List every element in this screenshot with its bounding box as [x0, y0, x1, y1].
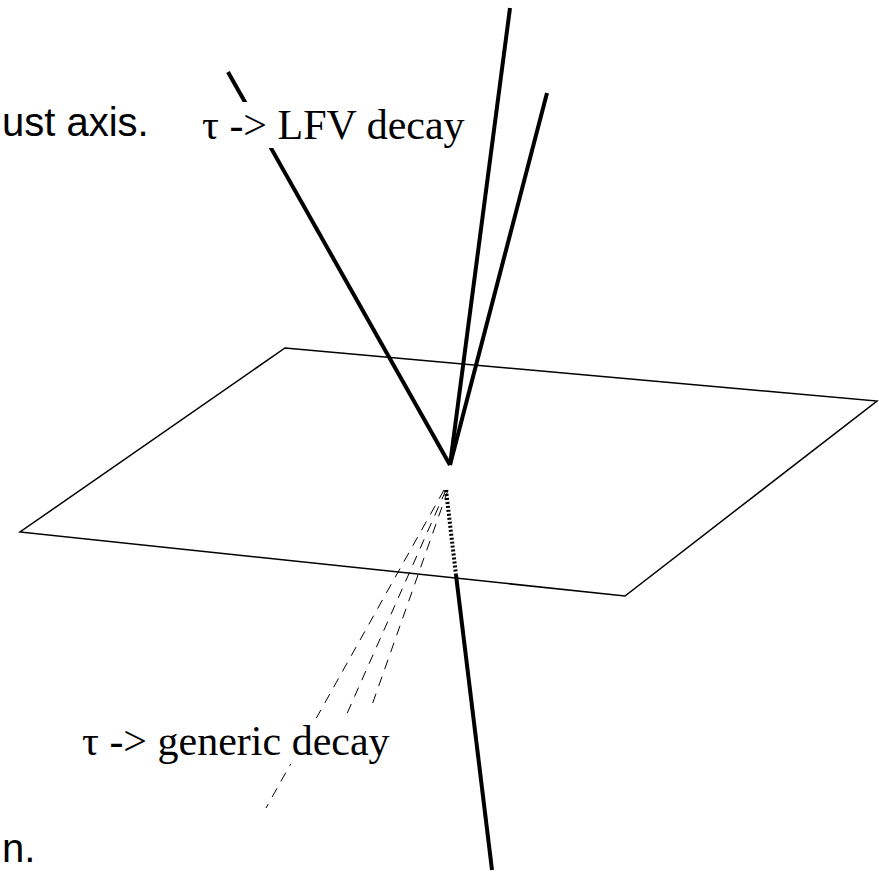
lfv-track — [450, 93, 547, 465]
generic-track — [456, 575, 492, 870]
neutrino-track — [372, 490, 448, 705]
hidden-track — [446, 490, 456, 575]
event-plane — [20, 348, 877, 596]
cut-note: n. — [0, 826, 37, 870]
decay-label: τ -> generic decay — [80, 718, 392, 764]
axis-note: ust axis. — [0, 100, 151, 144]
decay-label: τ -> LFV decay — [200, 102, 467, 148]
lfv-track — [450, 8, 510, 465]
neutrino-track — [330, 490, 446, 752]
